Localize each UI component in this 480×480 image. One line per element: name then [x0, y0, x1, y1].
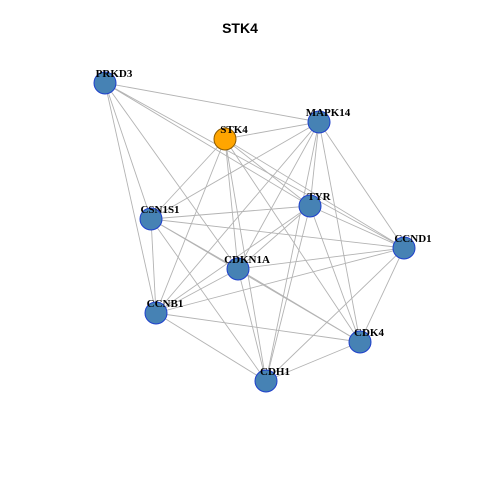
edge-stk4-cdk4 [224, 138, 361, 343]
edge-cdk4-cdh1 [265, 341, 361, 382]
node-ccnd1 [392, 236, 416, 260]
edge-mapk14-stk4 [224, 121, 320, 140]
edge-tyr-cdh1 [265, 205, 311, 382]
edge-tyr-ccnd1 [309, 205, 405, 249]
node-prkd3 [93, 71, 117, 95]
edge-mapk14-cdk4 [318, 121, 361, 343]
edge-ccnd1-ccnb1 [155, 247, 405, 314]
edge-csn1s1-cdh1 [150, 218, 267, 382]
node-cdk4 [348, 330, 372, 354]
edge-ccnb1-cdh1 [155, 312, 267, 382]
edge-layer [104, 82, 405, 382]
edge-csn1s1-ccnb1 [150, 218, 157, 314]
edge-prkd3-cdkn1a [104, 82, 239, 270]
edge-stk4-cdkn1a [224, 138, 239, 270]
graph-title: STK4 [222, 20, 258, 36]
edge-ccnd1-cdh1 [265, 247, 405, 382]
edge-cdkn1a-ccnb1 [155, 268, 239, 314]
edge-prkd3-mapk14 [104, 82, 320, 123]
edge-prkd3-ccnd1 [104, 82, 405, 249]
edge-mapk14-ccnb1 [155, 121, 320, 314]
node-cdkn1a [226, 257, 250, 281]
edge-prkd3-csn1s1 [104, 82, 152, 220]
edge-stk4-ccnb1 [155, 138, 226, 314]
edge-mapk14-ccnd1 [318, 121, 405, 249]
edge-ccnd1-cdk4 [359, 247, 405, 343]
node-label-cdkn1a: CDKN1A [224, 254, 270, 266]
node-layer [93, 71, 416, 393]
edge-mapk14-cdkn1a [237, 121, 320, 270]
node-mapk14 [307, 110, 331, 134]
edge-stk4-csn1s1 [150, 138, 226, 220]
node-label-cdk4: CDK4 [354, 327, 384, 339]
node-label-prkd3: PRKD3 [96, 68, 133, 80]
node-label-tyr: TYR [307, 191, 331, 203]
edge-csn1s1-ccnd1 [150, 218, 405, 249]
edge-mapk14-cdh1 [265, 121, 320, 382]
node-label-stk4: STK4 [220, 124, 248, 136]
node-stk4 [213, 127, 237, 151]
node-label-csn1s1: CSN1S1 [140, 204, 179, 216]
node-tyr [298, 194, 322, 218]
edge-ccnd1-cdkn1a [237, 247, 405, 270]
edge-prkd3-ccnb1 [104, 82, 157, 314]
node-label-cdh1: CDH1 [260, 366, 290, 378]
node-label-mapk14: MAPK14 [306, 107, 351, 119]
node-label-ccnb1: CCNB1 [147, 298, 184, 310]
edge-mapk14-csn1s1 [150, 121, 320, 220]
edge-stk4-ccnd1 [224, 138, 405, 249]
edge-cdkn1a-cdh1 [237, 268, 267, 382]
edge-stk4-cdh1 [224, 138, 267, 382]
edge-tyr-csn1s1 [150, 205, 311, 220]
edge-cdkn1a-cdk4 [237, 268, 361, 343]
edge-prkd3-tyr [104, 82, 311, 207]
edge-stk4-tyr [224, 138, 311, 207]
node-csn1s1 [139, 207, 163, 231]
edge-tyr-cdkn1a [237, 205, 311, 270]
node-ccnb1 [144, 301, 168, 325]
edge-ccnb1-cdk4 [155, 312, 361, 343]
node-label-ccnd1: CCND1 [394, 233, 431, 245]
edge-tyr-cdk4 [309, 205, 361, 343]
node-cdh1 [254, 369, 278, 393]
